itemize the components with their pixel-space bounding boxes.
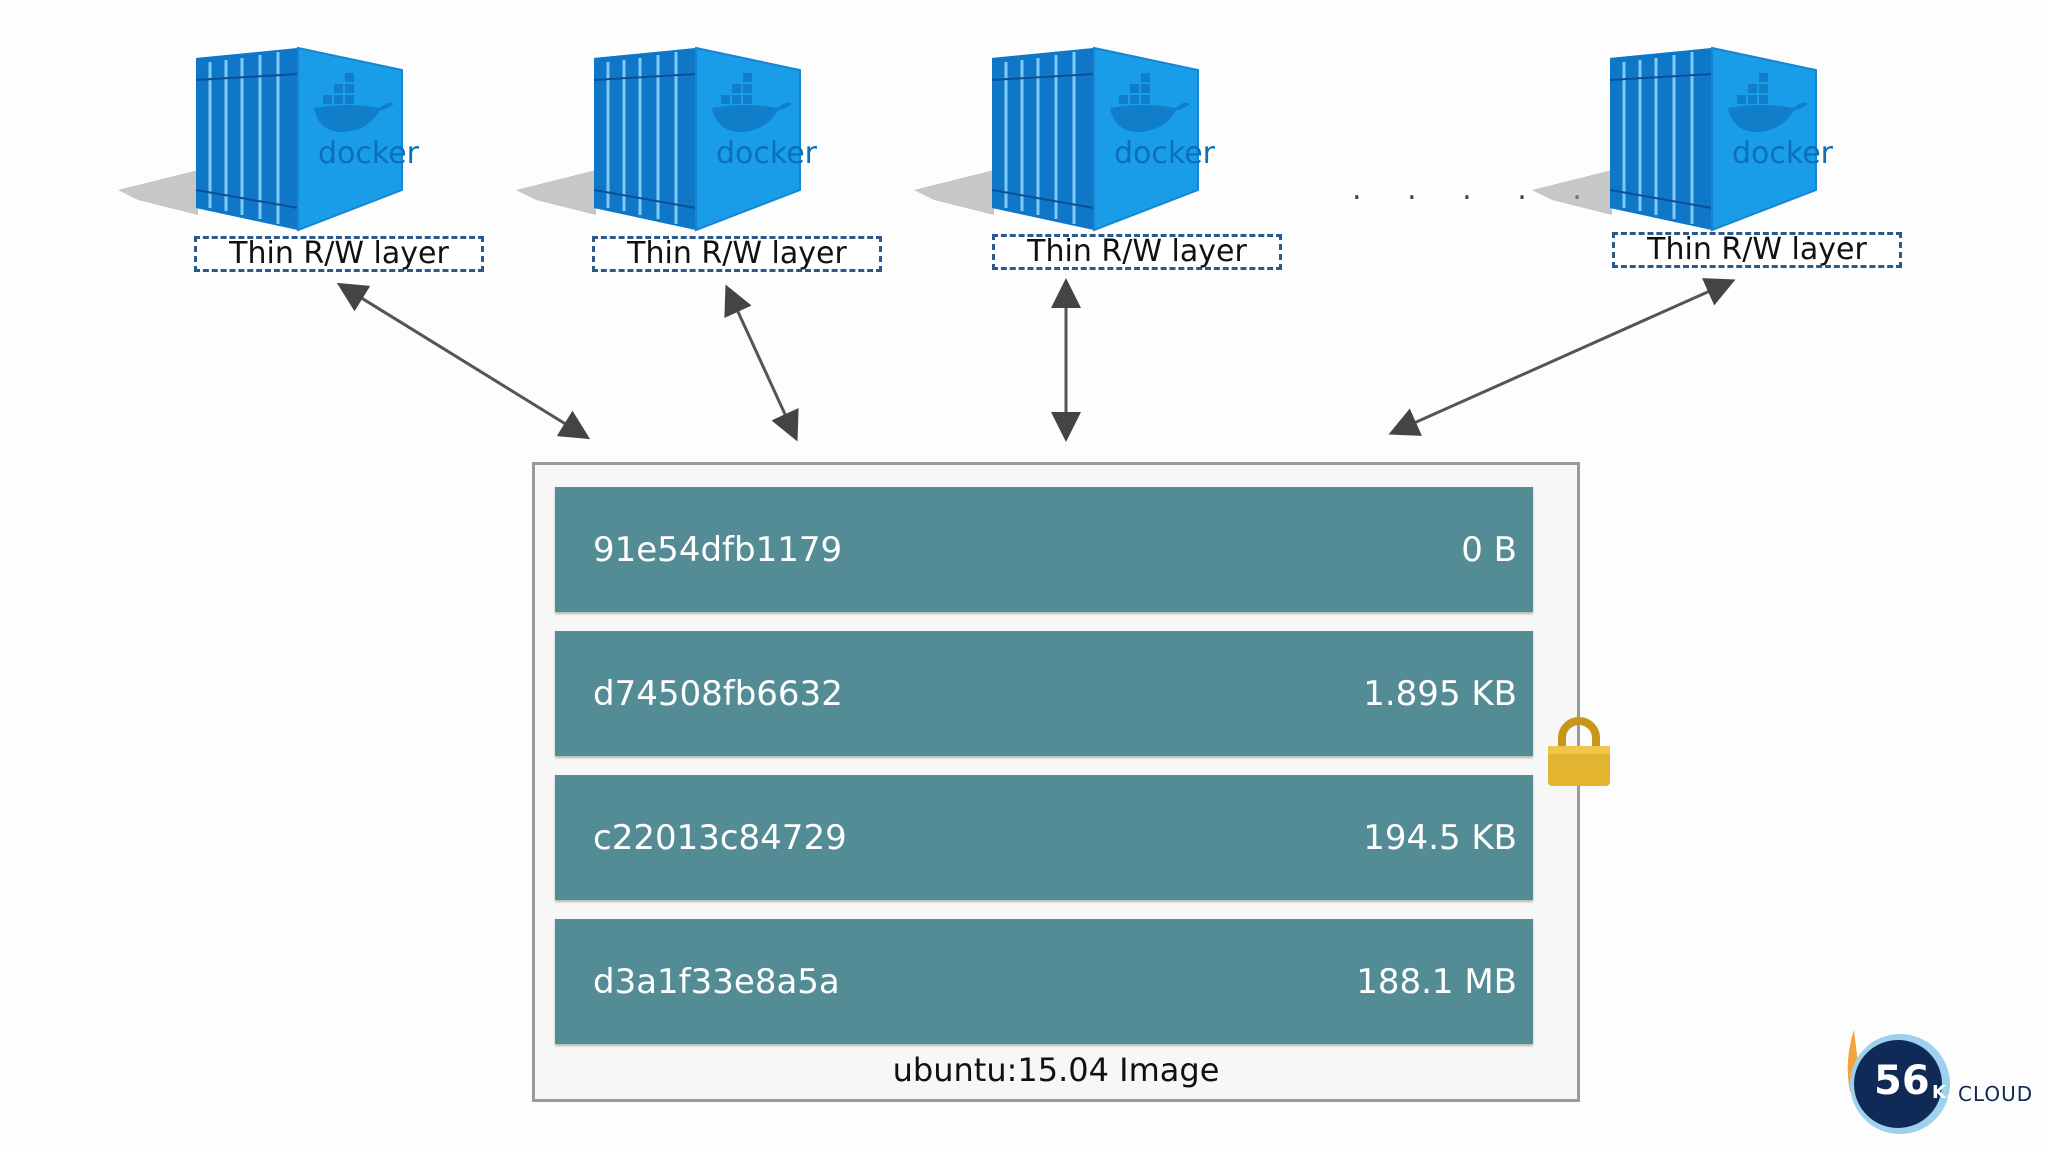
logo-suffix: K. (1932, 1082, 1953, 1103)
ubuntu-image-box: 91e54dfb1179 0 B d74508fb6632 1.895 KB c… (532, 462, 1580, 1102)
layer-id: d3a1f33e8a5a (593, 961, 840, 1002)
brand-logo: 56 K. CLOUD (1840, 1020, 2040, 1140)
docker-container-1: docker (118, 40, 419, 240)
layer-id: d74508fb6632 (593, 673, 843, 714)
arrow-2 (724, 284, 799, 442)
image-layer-row: c22013c84729 194.5 KB (555, 775, 1533, 900)
layer-size: 1.895 KB (1363, 673, 1517, 714)
thin-rw-layer-2: Thin R/W layer (592, 236, 882, 272)
docker-logo-text: docker (1732, 136, 1833, 171)
docker-logo-text: docker (1114, 136, 1215, 171)
thin-rw-layer-1: Thin R/W layer (194, 236, 484, 272)
layer-id: 91e54dfb1179 (593, 529, 843, 570)
thin-rw-layer-4: Thin R/W layer (1612, 232, 1902, 268)
layer-size: 0 B (1461, 529, 1517, 570)
thin-rw-layer-3: Thin R/W layer (992, 234, 1282, 270)
image-layer-row: 91e54dfb1179 0 B (555, 487, 1533, 612)
arrow-1 (336, 282, 591, 440)
logo-mark-icon (1847, 1030, 1950, 1134)
docker-logo-text: docker (716, 136, 817, 171)
docker-container-4: docker (1532, 40, 1833, 240)
layer-id: c22013c84729 (593, 817, 847, 858)
image-label: ubuntu:15.04 Image (892, 1051, 1220, 1089)
image-layer-row: d3a1f33e8a5a 188.1 MB (555, 919, 1533, 1044)
logo-number: 56 (1874, 1058, 1930, 1104)
logo-text: CLOUD (1958, 1082, 2034, 1106)
layer-size: 188.1 MB (1356, 961, 1517, 1002)
arrow-4 (1388, 278, 1736, 436)
lock-icon (1548, 717, 1610, 786)
docker-logo-text: docker (318, 136, 419, 171)
image-layer-row: d74508fb6632 1.895 KB (555, 631, 1533, 756)
docker-container-2: docker (516, 40, 817, 240)
docker-container-3: docker (914, 40, 1215, 240)
layer-size: 194.5 KB (1363, 817, 1517, 858)
